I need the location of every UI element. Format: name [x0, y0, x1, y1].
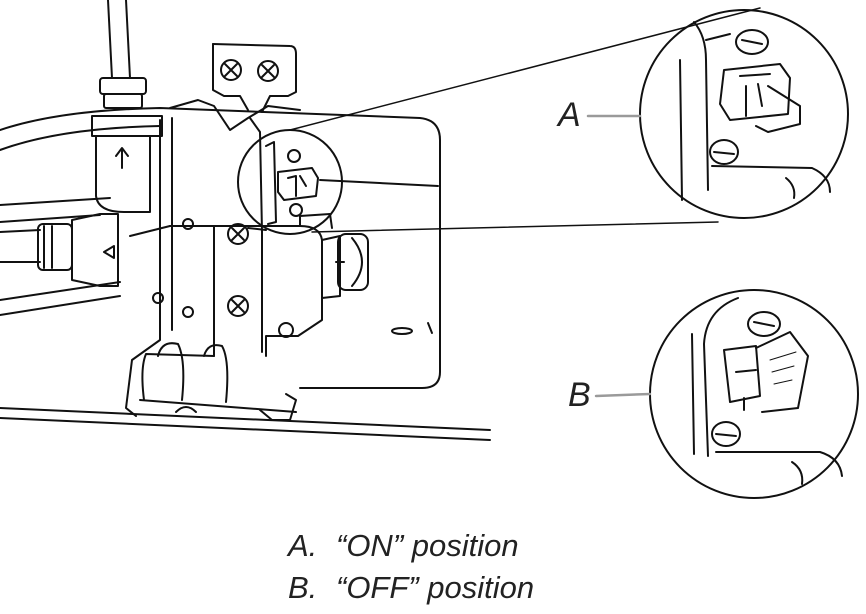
- appliance-panel: [0, 107, 491, 441]
- legend-key-a: A.: [288, 528, 318, 563]
- outlet-fitting: [321, 233, 369, 299]
- flow-arrow-icon: [115, 147, 129, 169]
- detail-circle-a: [639, 9, 849, 219]
- callout-b-label: B: [568, 376, 591, 414]
- legend-item-b: B. “OFF” position: [288, 570, 534, 606]
- callout-a-label: A: [558, 96, 581, 134]
- detail-a-on-position: [639, 9, 849, 219]
- legend-text-a: “ON” position: [336, 528, 519, 563]
- detail-b-off-position: [649, 289, 859, 499]
- screw-icon: [227, 295, 249, 317]
- screw-icon: [735, 29, 769, 55]
- screw-icon: [220, 59, 242, 81]
- legend-item-a: A. “ON” position: [288, 528, 519, 564]
- screw-icon: [227, 223, 249, 245]
- screw-icon: [709, 139, 739, 165]
- zoom-lines: [289, 7, 761, 233]
- shutoff-valve-icon: [265, 141, 319, 225]
- screw-icon: [257, 60, 279, 82]
- screw-icon: [747, 311, 781, 337]
- legend-key-b: B.: [288, 570, 318, 605]
- mounting-bracket: [125, 43, 301, 421]
- inlet-fitting: [0, 213, 119, 287]
- detail-circle-small: [237, 129, 343, 235]
- screw-icon: [711, 421, 741, 447]
- regulator-valve-body: [213, 213, 333, 357]
- gas-valve-illustration: [0, 0, 859, 499]
- gas-supply-line: [91, 0, 163, 213]
- screws: [152, 59, 279, 318]
- legend-text-b: “OFF” position: [336, 570, 535, 605]
- leader-line-b: [594, 392, 652, 398]
